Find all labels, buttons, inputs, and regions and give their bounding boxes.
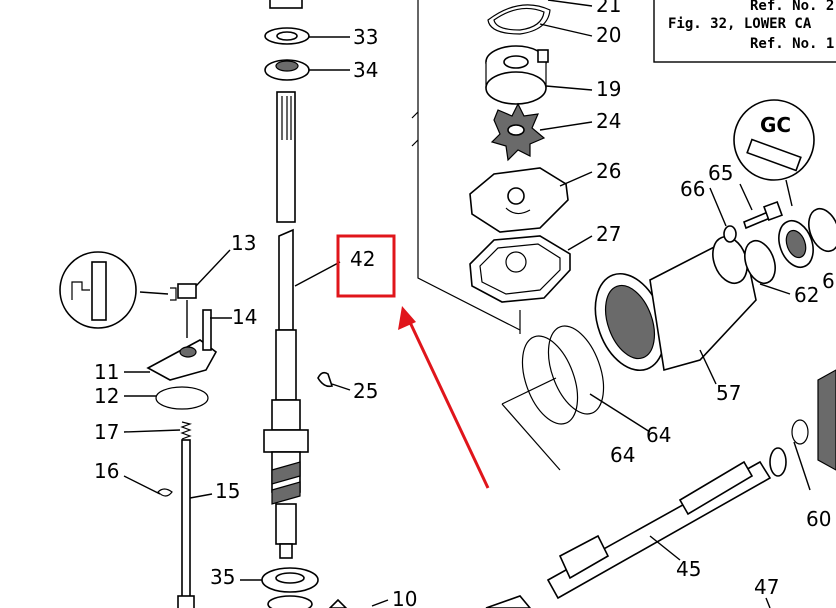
callout-64b: 64 [610, 443, 635, 467]
highlight-annotation [336, 234, 490, 489]
propeller-shaft-45 [546, 447, 787, 600]
reference-box: Ref. No. 2 Fig. 32, LOWER CA Ref. No. 1 [653, 0, 836, 63]
shift-cam-11 [146, 309, 218, 381]
callout-62: 62 [794, 283, 819, 307]
spring-17 [180, 421, 193, 440]
callout-21: 21 [596, 0, 621, 17]
callout-11: 11 [94, 360, 119, 384]
o-ring-60 [791, 419, 809, 445]
callout-14: 14 [232, 305, 257, 329]
gasket-27 [469, 235, 571, 303]
callout-64a: 64 [646, 423, 671, 447]
callout-45: 45 [676, 557, 701, 581]
housing-57 [594, 235, 757, 372]
washer-33 [264, 27, 310, 45]
pump-group-outline [411, 0, 521, 334]
highlight-arrow-head [398, 306, 416, 330]
highlight-box [336, 234, 396, 298]
drive-shaft [263, 0, 309, 559]
callout-66: 66 [680, 177, 705, 201]
callout-25: 25 [353, 379, 378, 403]
callout-33: 33 [353, 25, 378, 49]
pin-25 [317, 371, 334, 388]
gear-partial [817, 369, 836, 471]
callout-57: 57 [716, 381, 741, 405]
callout-6x: 6 [822, 269, 835, 293]
bottom-parts [328, 595, 532, 608]
callout-12: 12 [94, 384, 119, 408]
highlight-arrow [406, 317, 490, 489]
callout-10: 10 [392, 587, 417, 608]
grease-tag: GC [760, 113, 791, 137]
shift-rod-15 [177, 439, 195, 608]
callout-17: 17 [94, 420, 119, 444]
seal-34 [264, 59, 310, 81]
impeller-24 [490, 102, 546, 162]
callout-24: 24 [596, 109, 621, 133]
ref-line-3: Ref. No. 1 [750, 36, 834, 52]
callout-15: 15 [215, 479, 240, 503]
grommet-13 [139, 283, 197, 338]
callout-16: 16 [94, 459, 119, 483]
callout-26: 26 [596, 159, 621, 183]
grease-detail-left [59, 251, 137, 329]
bolt-65 [743, 201, 783, 230]
callout-60: 60 [806, 507, 831, 531]
callout-19: 19 [596, 77, 621, 101]
callout-47: 47 [754, 575, 779, 599]
plate-26 [469, 167, 569, 233]
leader-lines [123, 0, 811, 608]
o-rings-64 [501, 325, 605, 471]
washer-66 [723, 225, 737, 243]
callout-13: 13 [231, 231, 256, 255]
grease-detail-right: GC [733, 99, 815, 207]
callout-35: 35 [210, 565, 235, 589]
housing-19 [485, 45, 549, 105]
bearing-35 [261, 567, 319, 608]
ref-line-1: Ref. No. 2 [750, 0, 834, 14]
callout-27: 27 [596, 222, 621, 246]
callout-65: 65 [708, 161, 733, 185]
o-ring-12 [155, 386, 209, 410]
callout-20: 20 [596, 23, 621, 47]
clip-16 [157, 488, 173, 497]
callout-34: 34 [353, 58, 378, 82]
callout-numbers: 21 20 19 24 26 27 33 34 42 25 13 14 11 1… [94, 0, 835, 608]
gasket-20 [487, 4, 551, 35]
bearing-62 [744, 207, 836, 285]
callout-42: 42 [350, 247, 375, 271]
ref-line-2: Fig. 32, LOWER CA [668, 16, 812, 32]
